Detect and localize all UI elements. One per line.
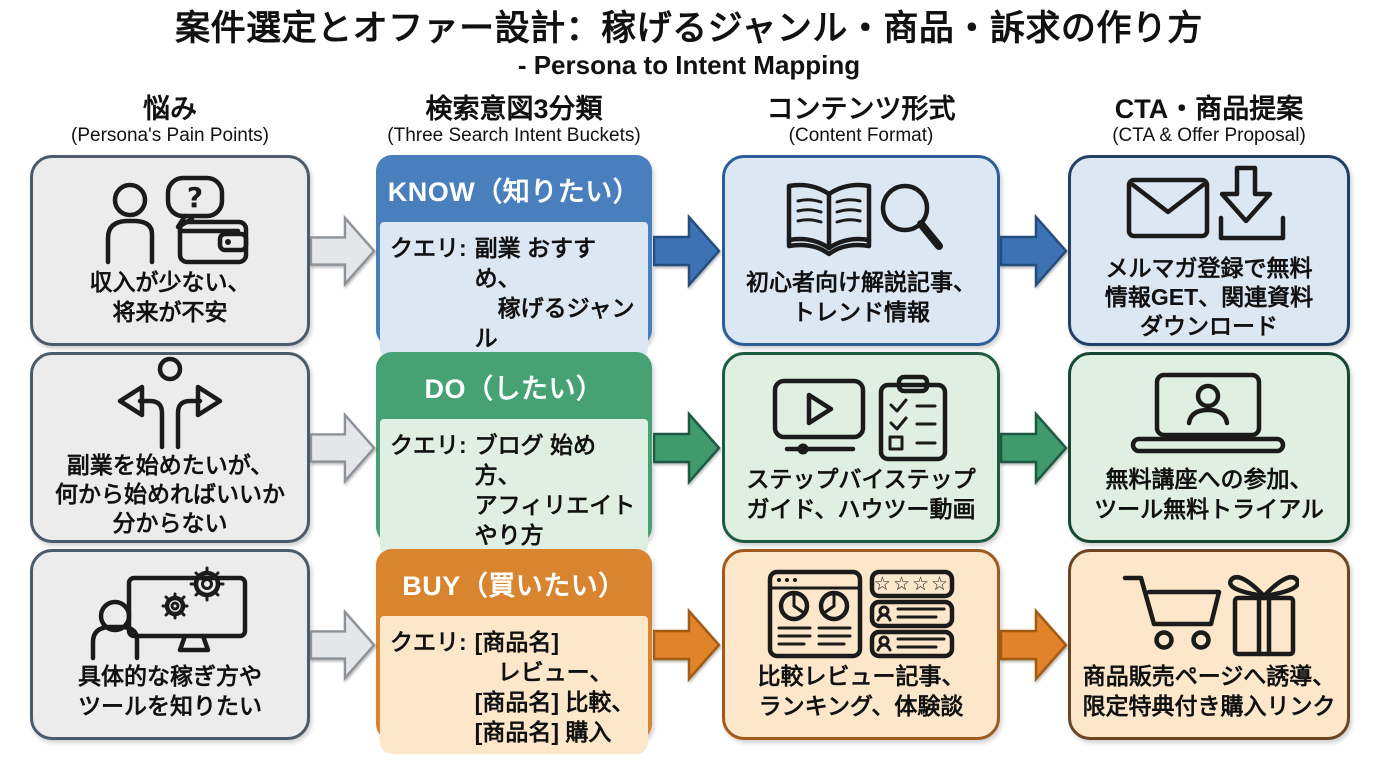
arrow-content-to-cta-buy — [1000, 549, 1068, 740]
content-buy-text: 比較レビュー記事、 ランキング、体験談 — [757, 663, 965, 719]
column-header-pain: 悩み (Persona's Pain Points) — [30, 94, 310, 149]
arrow-pain-to-intent-know — [310, 155, 376, 346]
right-arrow-icon — [653, 607, 721, 682]
pain-buy-text: 具体的な稼ぎ方や ツールを知りたい — [78, 663, 262, 719]
arrow-pain-to-intent-do — [310, 352, 376, 543]
intent-card-buy: BUY（買いたい） クエリ: [商品名] レビュー、 [商品名] 比較、 [商品… — [376, 549, 652, 754]
intent-buy-body: クエリ: [商品名] レビュー、 [商品名] 比較、 [商品名] 購入 — [380, 616, 648, 754]
persona-intent-diagram: 悩み (Persona's Pain Points) 検索意図3分類 (Thre… — [30, 85, 1350, 754]
column-header-content: コンテンツ形式 (Content Format) — [722, 94, 1000, 149]
content-box-buy: ☆☆☆☆ 比較レビュー記事、 ランキング、体験談 — [722, 549, 1000, 740]
cta-know-icons — [1125, 160, 1293, 252]
person-monitor-gears-icon — [90, 566, 248, 661]
right-arrow-icon — [310, 608, 376, 681]
pain-buy-icons — [85, 566, 255, 661]
content-know-icons — [777, 174, 945, 266]
download-icon — [1218, 165, 1286, 240]
cta-buy-icons — [1119, 568, 1299, 660]
cta-buy-text: 商品販売ページへ誘導、 限定特典付き購入リンク — [1082, 663, 1336, 719]
cta-do-text: 無料講座への参加、 ツール無料トライアル — [1094, 466, 1324, 522]
intent-do-query: クエリ: ブログ 始め方、 アフィリエイト やり方 — [390, 431, 640, 551]
intent-know-query: クエリ: 副業 おすすめ、 稼げるジャンル — [390, 234, 640, 354]
content-buy-icons: ☆☆☆☆ — [766, 568, 956, 660]
right-arrow-icon — [1000, 607, 1068, 682]
arrow-intent-to-content-know — [652, 155, 722, 346]
checklist-icon — [878, 375, 948, 462]
intent-card-know: KNOW（知りたい） クエリ: 副業 おすすめ、 稼げるジャンル — [376, 155, 652, 360]
content-do-text: ステップバイステップ ガイド、ハウツー動画 — [746, 466, 976, 522]
query-label: クエリ: — [390, 629, 467, 655]
content-box-do: ステップバイステップ ガイド、ハウツー動画 — [722, 352, 1000, 543]
cta-do-icons — [1125, 371, 1293, 463]
intent-buy-query: クエリ: [商品名] レビュー、 [商品名] 比較、 [商品名] 購入 — [390, 628, 640, 748]
pain-box-buy: 具体的な稼ぎ方や ツールを知りたい — [30, 549, 310, 740]
pain-box-know: ? 収入が少ない、 将来が不安 — [30, 155, 310, 346]
right-arrow-icon — [653, 213, 721, 288]
query-label: クエリ: — [390, 235, 467, 261]
column-header-content-en: (Content Format) — [788, 125, 934, 147]
pain-do-icons — [106, 356, 234, 449]
content-box-know: 初心者向け解説記事、 トレンド情報 — [722, 155, 1000, 346]
cta-box-buy: 商品販売ページへ誘導、 限定特典付き購入リンク — [1068, 549, 1350, 740]
right-arrow-icon — [1000, 410, 1068, 485]
column-header-content-jp: コンテンツ形式 — [766, 94, 956, 125]
laptop-person-icon — [1130, 373, 1286, 454]
video-player-icon — [772, 375, 948, 462]
svg-text:☆☆☆☆: ☆☆☆☆ — [874, 573, 950, 595]
magnifier-icon — [880, 184, 943, 251]
column-header-cta: CTA・商品提案 (CTA & Offer Proposal) — [1068, 94, 1350, 149]
page-title: 案件選定とオファー設計：稼げるジャンル・商品・訴求の作り方 — [175, 9, 1203, 48]
right-arrow-icon — [1000, 213, 1068, 288]
content-know-text: 初心者向け解説記事、 トレンド情報 — [746, 269, 976, 325]
query-label: クエリ: — [390, 432, 467, 458]
intent-do-header: DO（したい） — [424, 374, 604, 404]
column-header-pain-jp: 悩み — [143, 94, 197, 125]
column-header-intent-en: (Three Search Intent Buckets) — [387, 125, 641, 147]
arrow-pain-to-intent-buy — [310, 549, 376, 740]
right-arrow-icon — [653, 410, 721, 485]
arrow-intent-to-content-do — [652, 352, 722, 543]
envelope-icon — [1126, 165, 1286, 240]
gear-icon — [189, 566, 225, 602]
intent-do-body: クエリ: ブログ 始め方、 アフィリエイト やり方 — [380, 419, 648, 557]
intent-buy-header: BUY（買いたい） — [402, 571, 626, 601]
pain-know-text: 収入が少ない、 将来が不安 — [89, 269, 251, 325]
wallet-icon — [177, 220, 249, 265]
content-do-icons — [771, 371, 951, 463]
review-cards-icon: ☆☆☆☆ — [869, 570, 955, 659]
intent-know-body: クエリ: 副業 おすすめ、 稼げるジャンル — [380, 222, 648, 360]
cta-know-text: メルマガ登録で無料 情報GET、関連資料 ダウンロード — [1104, 254, 1314, 340]
arrow-content-to-cta-know — [1000, 155, 1068, 346]
query-text: 副業 おすすめ、 稼げるジャンル — [474, 235, 635, 351]
pain-do-text: 副業を始めたいが、 何から始めればいいか 分からない — [55, 451, 285, 537]
arrow-intent-to-content-buy — [652, 549, 722, 740]
crossroads-icon — [117, 356, 223, 449]
column-header-cta-en: (CTA & Offer Proposal) — [1112, 125, 1306, 147]
column-header-intent-jp: 検索意図3分類 — [425, 94, 603, 125]
intent-card-do: DO（したい） クエリ: ブログ 始め方、 アフィリエイト やり方 — [376, 352, 652, 557]
arrow-content-to-cta-do — [1000, 352, 1068, 543]
comparison-page-icon: ☆☆☆☆ — [767, 570, 955, 659]
query-text: ブログ 始め方、 アフィリエイト やり方 — [474, 432, 636, 548]
cart-icon — [1122, 575, 1299, 657]
cta-box-do: 無料講座への参加、 ツール無料トライアル — [1068, 352, 1350, 543]
person-question-icon: ? — [105, 176, 249, 265]
query-text: [商品名] レビュー、 [商品名] 比較、 [商品名] 購入 — [474, 629, 635, 745]
column-header-intent: 検索意図3分類 (Three Search Intent Buckets) — [376, 94, 652, 149]
diagram-page: 案件選定とオファー設計：稼げるジャンル・商品・訴求の作り方 - Persona … — [30, 9, 1350, 754]
open-book-icon — [786, 183, 943, 257]
column-header-cta-jp: CTA・商品提案 — [1114, 94, 1304, 125]
svg-text:?: ? — [187, 181, 203, 214]
right-arrow-icon — [310, 411, 376, 484]
gear-icon — [161, 592, 189, 620]
pain-box-do: 副業を始めたいが、 何から始めればいいか 分からない — [30, 352, 310, 543]
cta-box-know: メルマガ登録で無料 情報GET、関連資料 ダウンロード — [1068, 155, 1350, 346]
column-header-pain-en: (Persona's Pain Points) — [71, 125, 269, 147]
right-arrow-icon — [310, 214, 376, 287]
intent-know-header: KNOW（知りたい） — [387, 177, 641, 207]
pain-know-icons: ? — [86, 174, 254, 266]
gift-icon — [1228, 575, 1299, 657]
page-subtitle: - Persona to Intent Mapping — [517, 50, 861, 80]
